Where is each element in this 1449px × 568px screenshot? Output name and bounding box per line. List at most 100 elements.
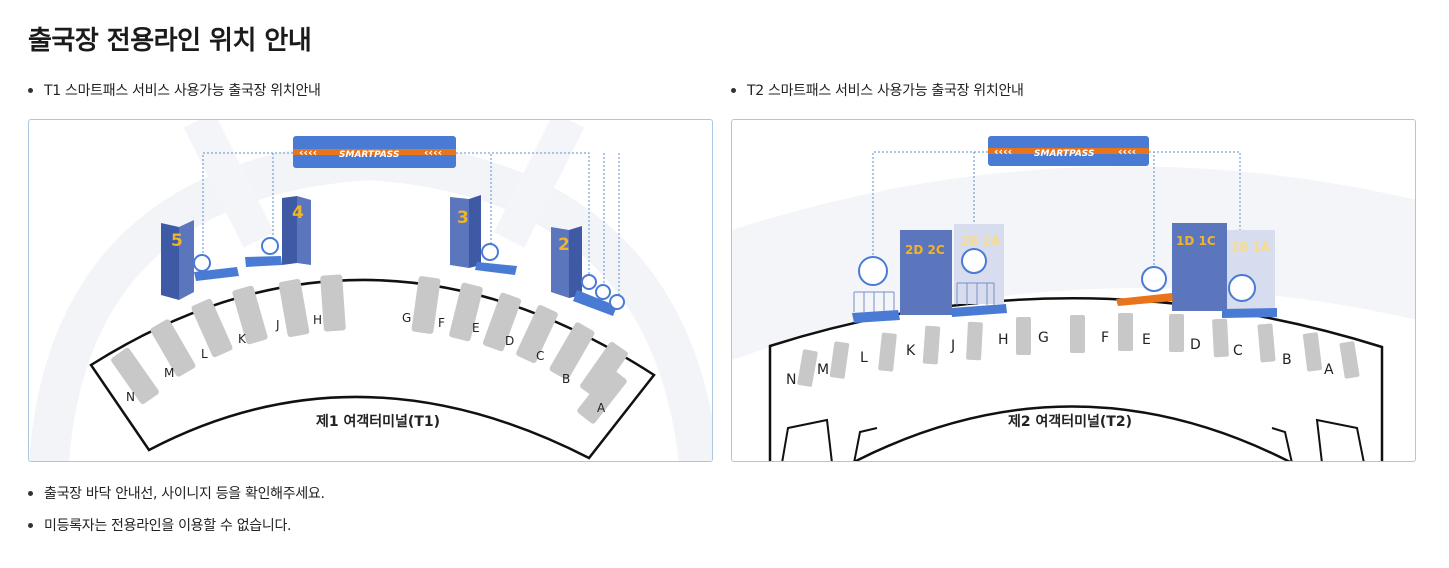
footprints-icon [261,237,279,255]
t2-map-diagram: N M L K J H G F E D C B A 제2 여객터미널(T2) ‹… [732,136,1415,461]
gate-5: 5 [161,220,239,300]
counter-G [1070,315,1085,353]
counter-label: F [438,316,445,330]
counter-labels: N M L K J H G F E D C B A [126,311,606,415]
floor-sign [1222,308,1277,318]
counter-label: D [1190,337,1201,353]
counter-N [111,347,159,405]
svg-text:‹‹‹‹: ‹‹‹‹ [1118,145,1136,158]
counter-F [449,282,483,342]
counter-label: D [505,334,514,348]
footprints-icon [595,284,611,300]
counter-E [1169,314,1184,352]
note-item: 출국장 바닥 안내선, 사이니지 등을 확인해주세요. [28,483,325,503]
counter-label: N [786,372,796,388]
counter-label: L [860,350,868,366]
counter-A [577,368,627,424]
counter-label: E [472,321,480,335]
counter-C [549,322,595,380]
counter-label: M [164,366,174,380]
counter-label: N [126,390,135,404]
notes-list: 출국장 바닥 안내선, 사이니지 등을 확인해주세요. 미등록자는 전용라인을 … [28,483,325,547]
t1-section-label-text: T1 스마트패스 서비스 사용가능 출국장 위치안내 [44,83,321,99]
svg-text:‹‹‹‹: ‹‹‹‹ [994,145,1012,158]
terminal-pier [781,418,833,461]
terminal-building [768,297,1384,461]
smartpass-banner-icon: ‹‹‹‹ ‹‹‹‹ SMARTPASS [988,136,1149,166]
floor-sign [1116,293,1173,306]
t1-map-diagram: N M L K J H G F E D C B A 제1 여객터미널(T1) ‹… [29,120,712,461]
bullet-icon [28,490,33,496]
terminal-building [89,278,656,460]
turnstiles [853,282,995,312]
counter-K [922,325,941,365]
counter-label: H [313,313,322,327]
guide-line [456,152,492,245]
counter-label: B [1282,352,1292,368]
guide-line [456,152,590,275]
gate-1d-1c: 1D 1C [1172,223,1227,311]
gate-3: 3 [450,195,517,275]
terminal-label: 제1 여객터미널(T1) [316,413,440,430]
gate-number: 2 [558,235,570,255]
gate-number: 2D 2C [905,243,945,257]
bullet-icon [28,87,33,93]
footprints-icon [481,243,499,261]
counter-label: K [906,343,916,359]
counter-M [829,341,850,379]
counter-label: G [402,311,411,325]
note-text: 미등록자는 전용라인을 이용할 수 없습니다. [44,518,292,534]
bullet-icon [731,87,736,93]
note-text: 출국장 바닥 안내선, 사이니지 등을 확인해주세요. [44,486,325,502]
counter-B [580,341,628,399]
banner-text: SMARTPASS [1034,149,1094,159]
svg-text:‹‹‹‹: ‹‹‹‹ [299,146,317,159]
counter-label: H [998,332,1009,348]
counter-group [111,274,628,424]
counter-N [797,349,818,387]
gate-number: 4 [292,203,304,223]
footprints-icon [1141,266,1167,292]
background-stripe [493,120,585,248]
counter-M [150,319,196,377]
gate-2d-2c: 2D 2C [900,230,952,315]
counter-B [1302,332,1323,372]
guide-lines [202,152,620,298]
smartpass-banner-icon: ‹‹‹‹ ‹‹‹‹ SMARTPASS [293,136,456,168]
terminal-inner-wall [853,405,1291,461]
counter-C [1257,323,1276,363]
floor-sign [852,310,900,323]
gate-number: 2B 2A [961,234,1001,248]
bullet-icon [28,522,33,528]
footprints-icon [961,248,987,274]
counter-label: C [1233,343,1243,359]
gate-number: 5 [171,231,183,251]
footprints-icon [581,274,597,290]
footprints-icon [1228,274,1256,302]
counter-label: M [817,362,829,378]
counter-K [232,285,268,345]
gate-number: 3 [457,208,469,228]
floor-sign [951,304,1007,317]
terminal-pier [1315,418,1365,461]
counter-J [966,321,983,361]
counter-G [411,276,441,334]
counter-D [1212,318,1229,358]
counter-label: B [562,372,570,386]
t2-section-label: T2 스마트패스 서비스 사용가능 출국장 위치안내 [731,80,1024,100]
counter-labels: N M L K J H G F E D C B A [786,330,1334,388]
note-item: 미등록자는 전용라인을 이용할 수 없습니다. [28,515,325,535]
footprints-icon [858,256,888,286]
counter-label: F [1101,330,1109,346]
counter-E [482,292,522,352]
t1-map: N M L K J H G F E D C B A 제1 여객터미널(T1) ‹… [28,119,713,462]
gate-number: 1D 1C [1176,234,1216,248]
banner-text: SMARTPASS [339,150,399,160]
counter-label: J [950,338,955,354]
t2-section-label-text: T2 스마트패스 서비스 사용가능 출국장 위치안내 [747,83,1024,99]
counter-label: K [238,332,247,346]
gate-number: 1B 1A [1231,240,1271,254]
counter-L [878,332,897,372]
background-stripe [183,120,275,248]
counter-F [1118,313,1133,351]
